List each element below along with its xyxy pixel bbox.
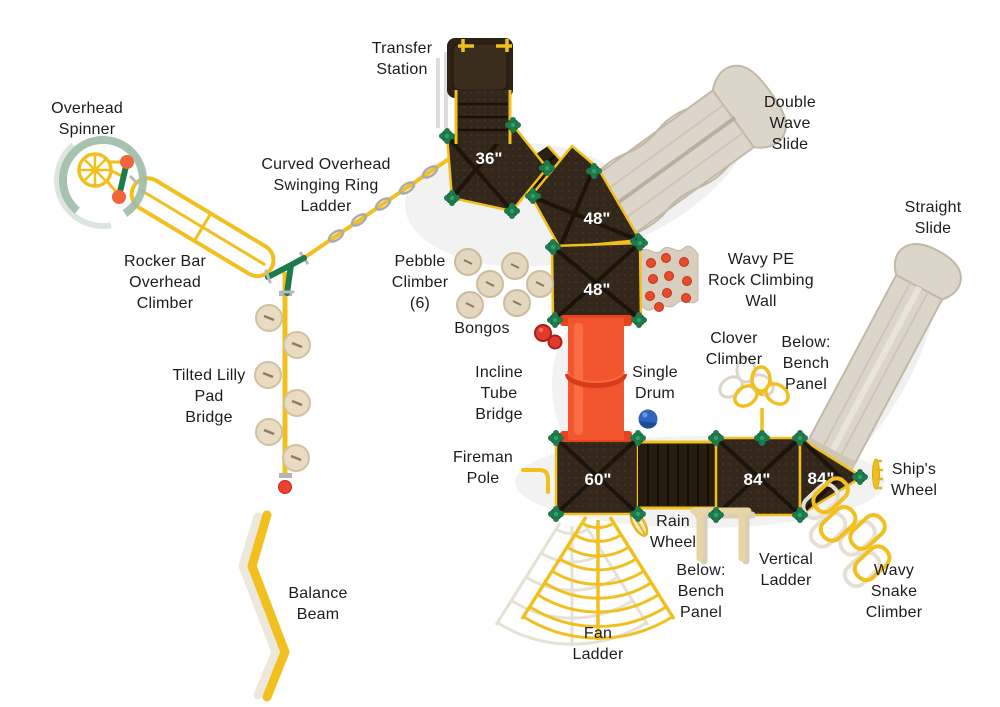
label-rocker-bar: Rocker Bar Overhead Climber xyxy=(123,253,207,313)
wavy-snake-climber xyxy=(811,476,892,583)
overhead-spinner xyxy=(53,131,152,229)
label-fan-ladder: Fan Ladder xyxy=(572,625,624,664)
deck-label-36: 36" xyxy=(476,149,503,168)
label-vertical-ladder: Vertical Ladder xyxy=(758,551,814,590)
label-below-bench-panel-upper: Below: Bench Panel xyxy=(781,334,831,394)
deck-label-48-lower: 48" xyxy=(584,280,611,299)
bongos-item xyxy=(534,324,563,350)
single-drum-item xyxy=(638,409,658,429)
label-double-wave-slide: Double Wave Slide xyxy=(764,94,816,154)
rock-climbing-wall xyxy=(639,245,699,312)
label-balance-beam: Balance Beam xyxy=(288,585,348,624)
fan-ladder xyxy=(520,516,676,640)
rocker-bar-overhead-climber xyxy=(129,176,276,279)
label-pebble-climber: Pebble Climber (6) xyxy=(391,253,449,313)
fireman-pole xyxy=(521,468,550,494)
label-bongos: Bongos xyxy=(454,320,510,337)
pebble-climber xyxy=(454,248,554,319)
label-wavy-pe-wall: Wavy PE Rock Climbing Wall xyxy=(708,251,814,311)
label-single-drum: Single Drum xyxy=(632,364,678,403)
label-wavy-snake-climber: Wavy Snake Climber xyxy=(865,562,923,622)
label-tilted-lilly-pad-bridge: Tilted Lilly Pad Bridge xyxy=(172,367,246,427)
straight-slide xyxy=(804,243,962,471)
deck-size-labels: 36" 48" 48" 60" 84" 84" xyxy=(476,149,835,489)
label-transfer-station: Transfer Station xyxy=(371,40,433,79)
label-incline-tube-bridge: Incline Tube Bridge xyxy=(475,364,523,424)
deck-label-84-corner: 84" xyxy=(808,469,835,488)
label-fireman-pole: Fireman Pole xyxy=(452,449,514,488)
vertical-ladder xyxy=(690,507,756,565)
label-ships-wheel: Ship's Wheel xyxy=(890,461,938,500)
label-clover-climber: Clover Climber xyxy=(705,330,763,369)
deck-label-84-main: 84" xyxy=(744,470,771,489)
label-rain-wheel: Rain Wheel xyxy=(649,513,697,552)
balance-beam xyxy=(238,510,290,702)
ships-wheel xyxy=(872,458,883,490)
tilted-lilly-pad-bridge xyxy=(254,272,311,494)
label-curved-overhead-ladder: Curved Overhead Swinging Ring Ladder xyxy=(261,156,391,216)
label-below-bench-panel-lower: Below: Bench Panel xyxy=(676,562,726,622)
label-overhead-spinner: Overhead Spinner xyxy=(51,100,123,139)
deck-label-48-upper: 48" xyxy=(584,209,611,228)
label-straight-slide: Straight Slide xyxy=(904,199,962,238)
deck-label-60: 60" xyxy=(585,470,612,489)
incline-tube-bridge xyxy=(560,315,632,442)
transfer-station xyxy=(447,38,513,144)
y-junction-post xyxy=(264,255,307,296)
